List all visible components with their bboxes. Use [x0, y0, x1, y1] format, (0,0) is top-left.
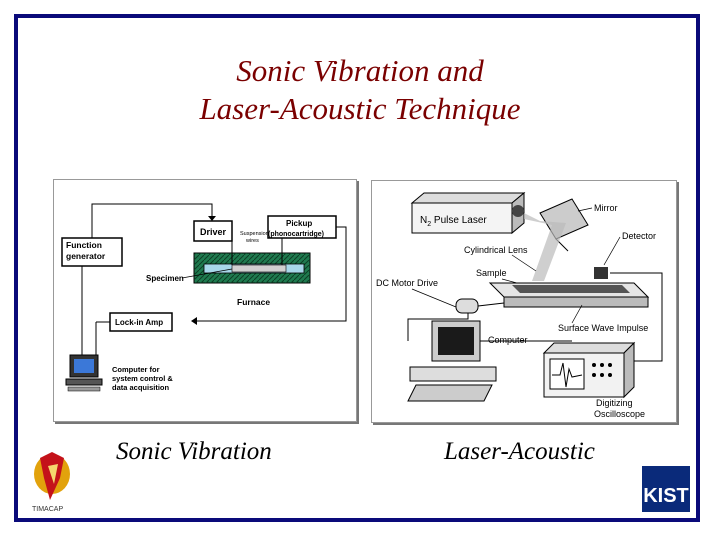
slide-title: Sonic Vibration and Laser-Acoustic Techn… — [0, 52, 720, 128]
slide-border — [14, 14, 700, 522]
kist-logo: KIST — [642, 466, 690, 512]
sonic-vibration-diagram: Function generator Driver Pickup (phonoc… — [53, 179, 357, 422]
sample-label: Sample — [476, 268, 507, 278]
computer-label: Computer — [488, 335, 528, 345]
svg-text:KIST: KIST — [643, 485, 689, 507]
n2-laser-label: N2 Pulse Laser — [420, 215, 487, 228]
computer-label-1: Computer for — [112, 365, 160, 374]
caption-laser-acoustic: Laser-Acoustic — [444, 438, 595, 465]
specimen-label: Specimen — [146, 274, 184, 283]
timacap-logo: TIMACAP — [26, 448, 86, 514]
mirror-label: Mirror — [594, 203, 618, 213]
function-generator-label-2: generator — [66, 251, 106, 261]
lockin-label: Lock-in Amp — [115, 318, 163, 327]
furnace-label: Furnace — [237, 297, 270, 307]
pickup-label-1: Pickup — [286, 219, 312, 228]
title-line-1: Sonic Vibration and — [236, 53, 484, 88]
caption-sonic-vibration: Sonic Vibration — [116, 438, 272, 465]
computer-label-3: data acquisition — [112, 383, 170, 392]
svg-text:TIMACAP: TIMACAP — [32, 506, 63, 513]
dc-motor-label: DC Motor Drive — [376, 278, 438, 288]
oscilloscope-label-1: Digitizing — [596, 398, 633, 408]
pickup-label-2: (phonocartridge) — [268, 231, 324, 238]
driver-label: Driver — [200, 227, 227, 237]
computer-label-2: system control & — [112, 374, 173, 383]
suspension-label-1: Suspension — [240, 231, 269, 237]
cylindrical-lens-label: Cylindrical Lens — [464, 245, 528, 255]
function-generator-label-1: Function — [66, 240, 102, 250]
title-line-2: Laser-Acoustic Technique — [199, 91, 521, 126]
oscilloscope-label-2: Oscilloscope — [594, 409, 645, 419]
detector-label: Detector — [622, 231, 656, 241]
suspension-label-2: wires — [245, 238, 259, 244]
surface-wave-label: Surface Wave Impulse — [558, 323, 648, 333]
laser-acoustic-diagram: N2 Pulse Laser Mirror Detector Cylindric… — [371, 180, 677, 423]
